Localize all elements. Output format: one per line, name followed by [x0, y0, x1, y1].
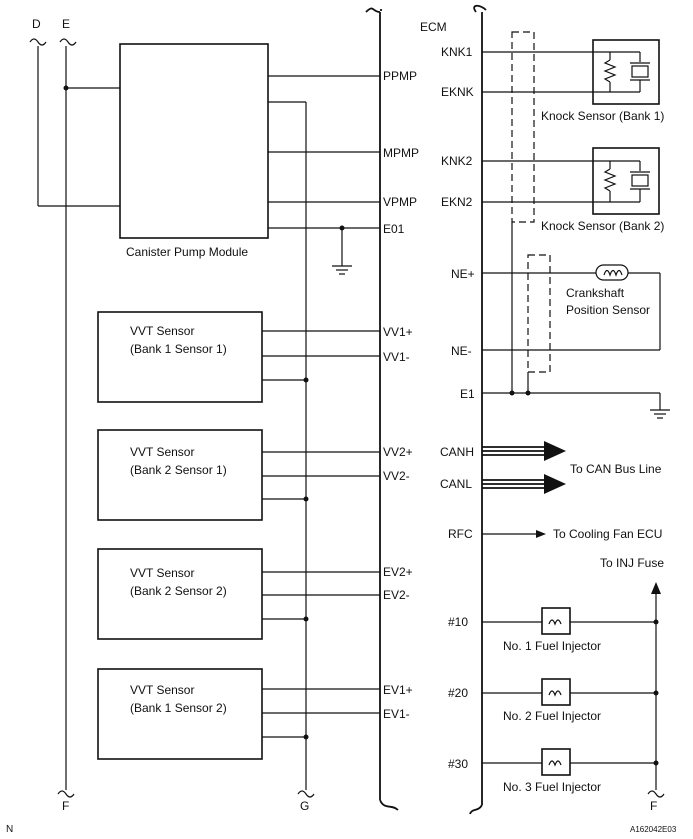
crank-line1: Crankshaft	[566, 286, 625, 300]
injector-2: #20 No. 2 Fuel Injector	[448, 678, 659, 723]
pin-vv2-minus: VV2-	[383, 469, 410, 483]
ecm-body: ECM	[365, 4, 487, 815]
ecm-title: ECM	[420, 20, 447, 34]
pin-ekn2: EKN2	[441, 195, 473, 209]
pin-canh: CANH	[440, 445, 474, 459]
pin-rfc: RFC	[448, 527, 473, 541]
vvt2-line2: (Bank 2 Sensor 1)	[130, 463, 227, 477]
vvt-sensor-1: VVT Sensor (Bank 1 Sensor 1) VV1+ VV1-	[97, 311, 413, 403]
pin-ne-plus: NE+	[451, 267, 475, 281]
knock1-crystal	[631, 65, 649, 78]
bus-label-d: D	[32, 17, 41, 31]
bus-label-g: G	[300, 799, 309, 813]
vvt2-box	[97, 429, 263, 521]
vvt-sensor-2: VVT Sensor (Bank 2 Sensor 1) VV2+ VV2-	[97, 429, 413, 521]
vvt1-line2: (Bank 1 Sensor 1)	[130, 342, 227, 356]
vvt-sensor-4: VVT Sensor (Bank 1 Sensor 2) EV1+ EV1-	[97, 668, 413, 760]
pin-vv2-plus: VV2+	[383, 445, 413, 459]
crank-line2: Position Sensor	[566, 303, 650, 317]
canister-pump-module: Canister Pump Module PPMP MPMP VPMP E01	[119, 43, 419, 275]
injector-3: #30 No. 3 Fuel Injector	[448, 748, 659, 794]
break-mark-d	[29, 38, 47, 46]
injector-2-label: No. 2 Fuel Injector	[503, 709, 601, 723]
vvt4-line1: VVT Sensor	[130, 683, 194, 697]
pin-inj-1: #10	[448, 615, 468, 629]
injector-1: #10 No. 1 Fuel Injector	[448, 607, 659, 653]
bus-lines: D E F	[29, 17, 120, 813]
knock1-title: Knock Sensor (Bank 1)	[541, 109, 664, 123]
vvt1-box	[97, 311, 263, 403]
canister-title: Canister Pump Module	[126, 245, 248, 259]
injector-3-box	[541, 748, 571, 776]
knock1-box	[592, 39, 660, 105]
can-label: To CAN Bus Line	[570, 462, 662, 476]
bus-label-f-left: F	[62, 799, 69, 813]
break-mark-f-left	[57, 790, 75, 798]
arrow-rfc	[536, 530, 546, 538]
arrow-canh	[544, 441, 566, 461]
rfc-label: To Cooling Fan ECU	[553, 527, 662, 541]
footer-code: A162042E03	[630, 825, 677, 834]
inj-fuse-label: To INJ Fuse	[600, 556, 664, 570]
crank-shield-dashed	[527, 254, 551, 373]
vvt-sensor-3: VVT Sensor (Bank 2 Sensor 2) EV2+ EV2-	[97, 548, 413, 640]
vvt1-line1: VVT Sensor	[130, 324, 194, 338]
vvt3-line2: (Bank 2 Sensor 2)	[130, 584, 227, 598]
pin-e01: E01	[383, 222, 405, 236]
pin-inj-2: #20	[448, 686, 468, 700]
knock-shield-dashed	[511, 31, 535, 223]
pin-ev2-minus: EV2-	[383, 588, 410, 602]
vvt4-box	[97, 668, 263, 760]
knock2-crystal	[631, 174, 649, 187]
bus-g: G	[297, 102, 315, 813]
pin-ppmp: PPMP	[383, 69, 417, 83]
can-bus: CANH CANL To CAN Bus Line	[440, 441, 662, 494]
arrow-inj-fuse	[651, 582, 661, 594]
arrow-canl	[544, 474, 566, 494]
break-mark-e	[59, 38, 77, 46]
injector-3-label: No. 3 Fuel Injector	[503, 780, 601, 794]
vvt3-box	[97, 548, 263, 640]
footer-left: N	[6, 824, 13, 835]
pin-inj-3: #30	[448, 757, 468, 771]
injector-1-label: No. 1 Fuel Injector	[503, 639, 601, 653]
knock-sensor-2: KNK2 EKN2 Knock Sensor (Bank 2)	[441, 147, 664, 233]
pin-ev1-plus: EV1+	[383, 683, 413, 697]
vvt2-line1: VVT Sensor	[130, 445, 194, 459]
break-mark-g	[297, 790, 315, 798]
bus-label-f-right: F	[650, 799, 657, 813]
pin-canl: CANL	[440, 477, 472, 491]
knock2-title: Knock Sensor (Bank 2)	[541, 219, 664, 233]
pin-ev2-plus: EV2+	[383, 565, 413, 579]
pin-e1: E1	[460, 387, 475, 401]
vvt4-line2: (Bank 1 Sensor 2)	[130, 701, 227, 715]
crank-sensor-coil	[595, 264, 629, 281]
vvt3-line1: VVT Sensor	[130, 566, 194, 580]
pin-ne-minus: NE-	[451, 344, 472, 358]
break-mark-f-right	[647, 790, 665, 798]
crankshaft-sensor: NE+ NE- Crankshaft Position Sensor	[451, 254, 661, 393]
knock-shield	[511, 31, 535, 393]
injectors: To INJ Fuse F #10 No. 1 Fuel Injector #2…	[448, 556, 665, 813]
rfc: RFC To Cooling Fan ECU	[448, 527, 662, 541]
pin-vv1-plus: VV1+	[383, 325, 413, 339]
bus-label-e: E	[62, 17, 70, 31]
canister-box	[119, 43, 269, 239]
pin-vpmp: VPMP	[383, 195, 417, 209]
pin-knk2: KNK2	[441, 154, 473, 168]
pin-ev1-minus: EV1-	[383, 707, 410, 721]
knock-sensor-1: KNK1 EKNK Knock Sensor (Bank 1)	[441, 39, 664, 123]
pin-eknk: EKNK	[441, 85, 474, 99]
e1-ground: E1	[460, 387, 670, 419]
pin-knk1: KNK1	[441, 45, 473, 59]
knock2-box	[592, 147, 660, 215]
pin-vv1-minus: VV1-	[383, 350, 410, 364]
pin-mpmp: MPMP	[383, 146, 419, 160]
